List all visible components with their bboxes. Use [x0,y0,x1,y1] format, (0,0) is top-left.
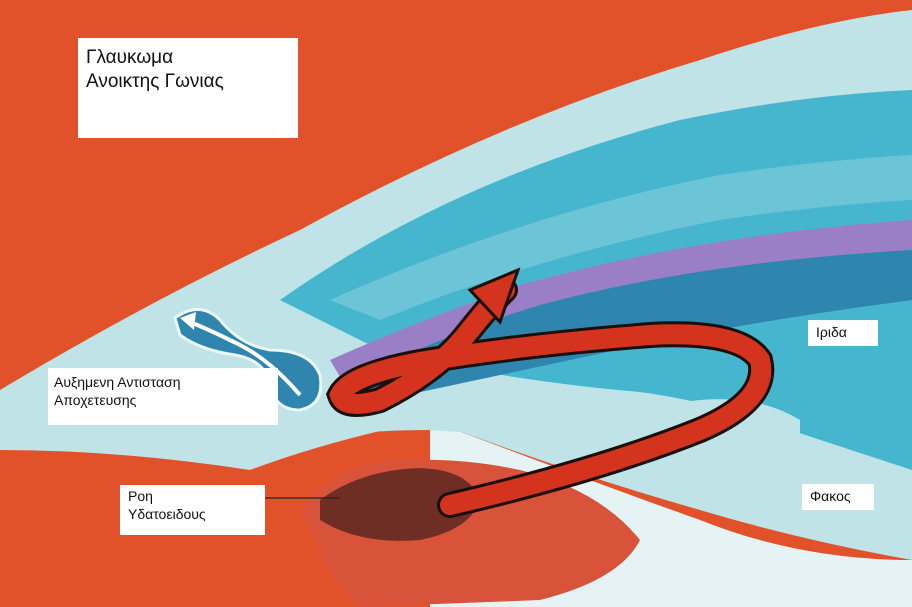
diagram-title: Γλαυκωμα Ανοικτης Γωνιας [78,38,298,138]
flow-line-2: Υδατοειδους [128,506,265,524]
title-line-1: Γλαυκωμα [86,46,298,70]
title-line-2: Ανοικτης Γωνιας [86,70,298,94]
lens-label-text: Φακος [810,488,874,506]
iris-label: Ιριδα [808,320,878,346]
flow-line-1: Ροη [128,488,265,506]
lens-label: Φακος [802,484,874,510]
resistance-line-2: Αποχετευσης [54,392,278,410]
resistance-line-1: Αυξημενη Αντισταση [54,374,278,392]
increased-resistance-label: Αυξημενη Αντισταση Αποχετευσης [48,368,278,425]
iris-label-text: Ιριδα [816,324,878,342]
aqueous-flow-label: Ροη Υδατοειδους [120,485,265,535]
